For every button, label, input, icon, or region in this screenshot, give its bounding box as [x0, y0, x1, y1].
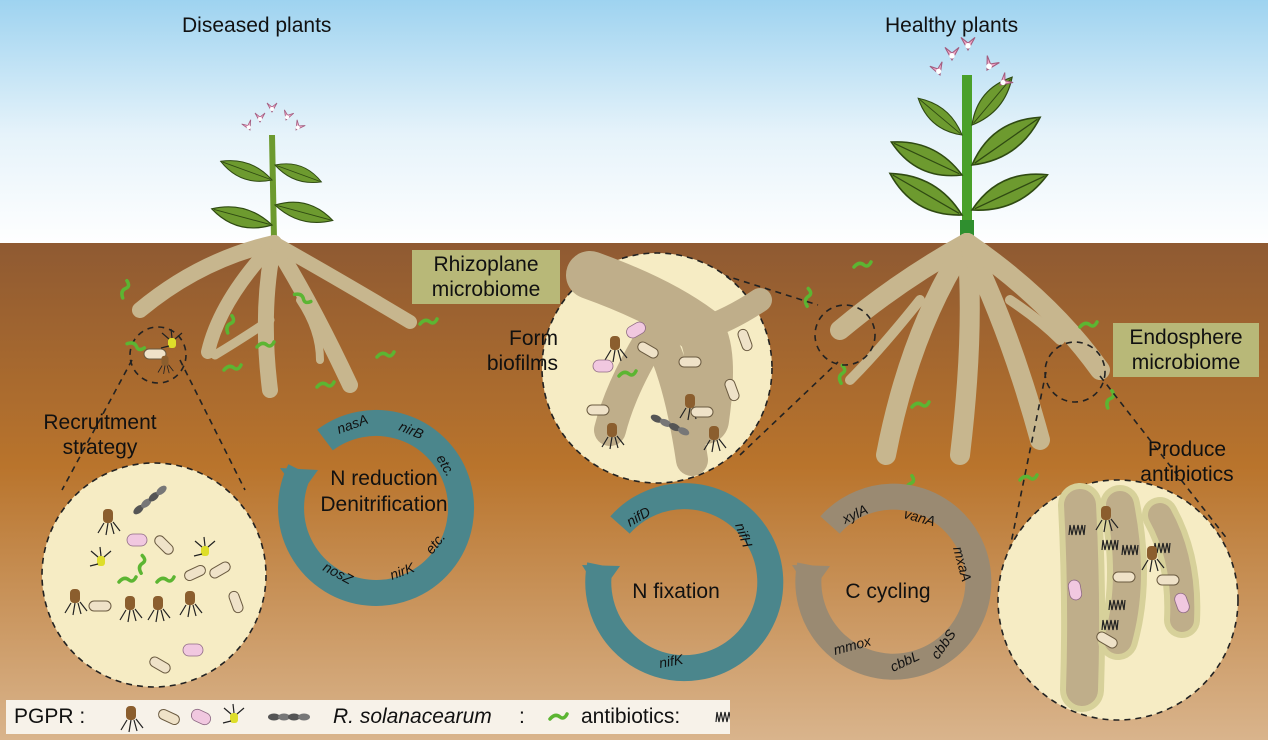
legend-rod-pgpr-icon — [156, 707, 182, 727]
n-fixation-texts: nifD nifH nifK N fixation — [624, 503, 757, 671]
legend-brown-pgpr-icon — [120, 705, 144, 733]
gene-label: vanA — [902, 505, 937, 529]
endosphere-microbiome-label: Endosphere microbiome — [1113, 323, 1259, 377]
endosphere-zoom-circle — [997, 479, 1239, 721]
legend-pathogen-colon: : — [519, 705, 525, 728]
c-cycling-title: C cycling — [845, 580, 930, 603]
healthy-plant-roots — [830, 233, 1110, 465]
n-fixation-arrowhead — [582, 565, 620, 594]
c-cycling-cycle — [792, 483, 992, 680]
legend-chain-pgpr-icon — [268, 713, 310, 721]
diseased-root-zoom-spot — [129, 326, 187, 384]
n-reduction-cycle — [278, 409, 475, 606]
legend-pgpr-label: PGPR : — [14, 705, 86, 728]
recruitment-strategy-label: Recruitment strategy — [43, 411, 157, 459]
recruitment-zoom-circle — [41, 462, 267, 688]
form-biofilms-label: Form biofilms — [486, 327, 558, 375]
n-fixation-title: N fixation — [632, 580, 720, 603]
legend-pathogen-label: R. solanacearum — [333, 705, 492, 728]
n-fixation-cycle — [582, 483, 784, 682]
legend-yellow-pgpr-icon — [222, 703, 245, 724]
sky-background — [0, 0, 1268, 245]
endosphere-zoom-spot — [1044, 341, 1106, 403]
diseased-plant-shoot — [208, 102, 336, 241]
legend-antibiotic-icon — [715, 711, 730, 723]
legend: PGPR : R. solanacearum : antibiotics: — [6, 700, 730, 734]
legend-antibiotics-label: antibiotics: — [581, 705, 681, 728]
diseased-plants-label: Diseased plants — [182, 14, 332, 37]
gene-label: nifK — [658, 651, 685, 671]
denitrification-title: Denitrification — [320, 493, 447, 516]
c-cycling-arrowhead — [792, 565, 830, 594]
legend-pink-pgpr-icon — [189, 706, 213, 728]
healthy-plants-label: Healthy plants — [885, 14, 1019, 37]
rhizoplane-zoom-circle — [541, 251, 773, 484]
legend-pathogen-icon — [548, 712, 569, 721]
n-reduction-arrowhead — [280, 468, 318, 495]
produce-antibiotics-label: Produce antibiotics — [1140, 438, 1234, 486]
diseased-plant-roots — [132, 235, 417, 398]
n-reduction-title: N reduction — [330, 467, 437, 490]
rhizoplane-zoom-spot — [814, 304, 876, 366]
rhizoplane-microbiome-label: Rhizoplane microbiome — [412, 250, 560, 304]
